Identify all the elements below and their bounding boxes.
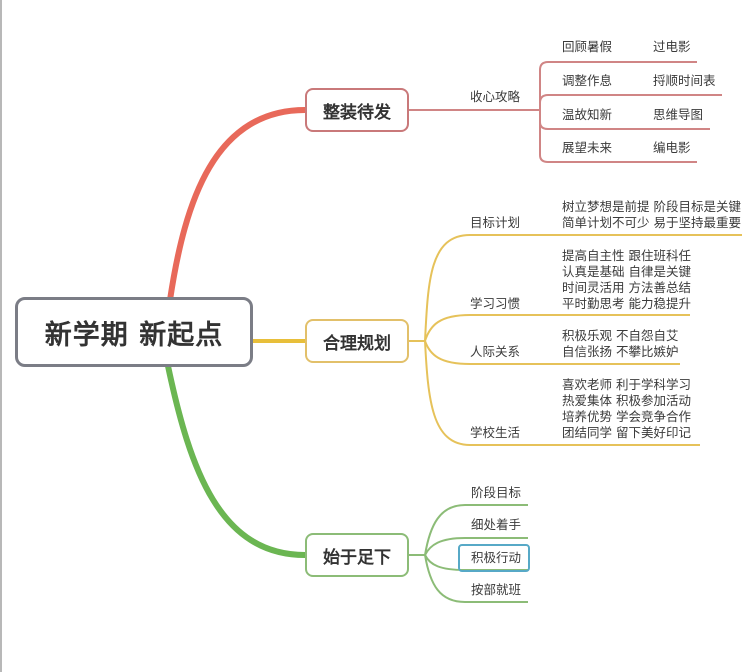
subtopic-b1-item-3-detail[interactable]: 思维导图	[653, 107, 704, 122]
subtopic-b1-item-2-detail[interactable]: 捋顺时间表	[653, 73, 716, 88]
main-topic-3-label: 始于足下	[323, 547, 391, 568]
subtopic-b2-1[interactable]: 目标计划	[470, 215, 521, 230]
connector-root-to-branch-1	[167, 107, 308, 303]
subtopic-b1-item-3[interactable]: 温故知新	[562, 107, 613, 122]
subtopic-b2-3[interactable]: 人际关系	[470, 344, 521, 359]
main-topic-1-label: 整装待发	[323, 102, 391, 123]
main-topic-1[interactable]: 整装待发	[305, 88, 409, 132]
subtopic-b1-1[interactable]: 收心攻略	[470, 89, 521, 104]
subtopic-b2-2-detail[interactable]: 提高自主性 跟住班科任 认真是基础 自律是关键 时间灵活用 方法善总结 平时勤思…	[562, 248, 691, 311]
connector-b2-sub1	[424, 234, 742, 342]
subtopic-b3-2[interactable]: 细处着手	[471, 517, 522, 532]
connector-root-to-branch-3	[165, 363, 308, 558]
connector-b2-sub3	[424, 340, 680, 365]
main-topic-2-label: 合理规划	[323, 333, 391, 354]
subtopic-b2-3-detail[interactable]: 积极乐观 不自怨自艾 自信张扬 不攀比嫉妒	[562, 328, 679, 359]
subtopic-b1-item-4[interactable]: 展望未来	[562, 140, 613, 155]
connector-b3-sub3	[424, 554, 528, 571]
subtopic-b2-4[interactable]: 学校生活	[470, 425, 521, 440]
subtopic-b1-item-4-detail[interactable]: 编电影	[653, 140, 691, 155]
connector-b1-item4	[539, 110, 697, 163]
subtopic-b3-1[interactable]: 阶段目标	[471, 485, 522, 500]
connector-b2-sub2	[424, 314, 690, 342]
subtopic-b2-1-detail[interactable]: 树立梦想是前提 阶段目标是关键 简单计划不可少 易于坚持最重要	[562, 199, 741, 230]
subtopic-b3-4[interactable]: 按部就班	[471, 582, 522, 597]
connector-b1-item2	[539, 94, 722, 110]
subtopic-b1-item-2[interactable]: 调整作息	[562, 73, 613, 88]
connector-b1-item1	[539, 61, 697, 110]
connector-b2-sub4	[424, 340, 700, 446]
root-topic-label: 新学期 新起点	[44, 319, 224, 351]
subtopic-b3-3[interactable]: 积极行动	[471, 550, 522, 565]
connector-b3-sub4	[424, 554, 528, 603]
subtopic-b2-2[interactable]: 学习习惯	[470, 296, 521, 311]
subtopic-b1-item-1-detail[interactable]: 过电影	[653, 39, 691, 54]
root-topic[interactable]: 新学期 新起点	[15, 297, 253, 367]
connector-b3-sub2	[424, 537, 528, 556]
selection-highlight	[458, 544, 530, 572]
canvas-left-border	[0, 0, 2, 672]
connector-b3-sub1	[424, 504, 528, 556]
subtopic-b2-4-detail[interactable]: 喜欢老师 利于学科学习 热爱集体 积极参加活动 培养优势 学会竞争合作 团结同学…	[562, 377, 691, 440]
main-topic-3[interactable]: 始于足下	[305, 533, 409, 577]
main-topic-2[interactable]: 合理规划	[305, 319, 409, 363]
subtopic-b1-item-1[interactable]: 回顾暑假	[562, 39, 613, 54]
